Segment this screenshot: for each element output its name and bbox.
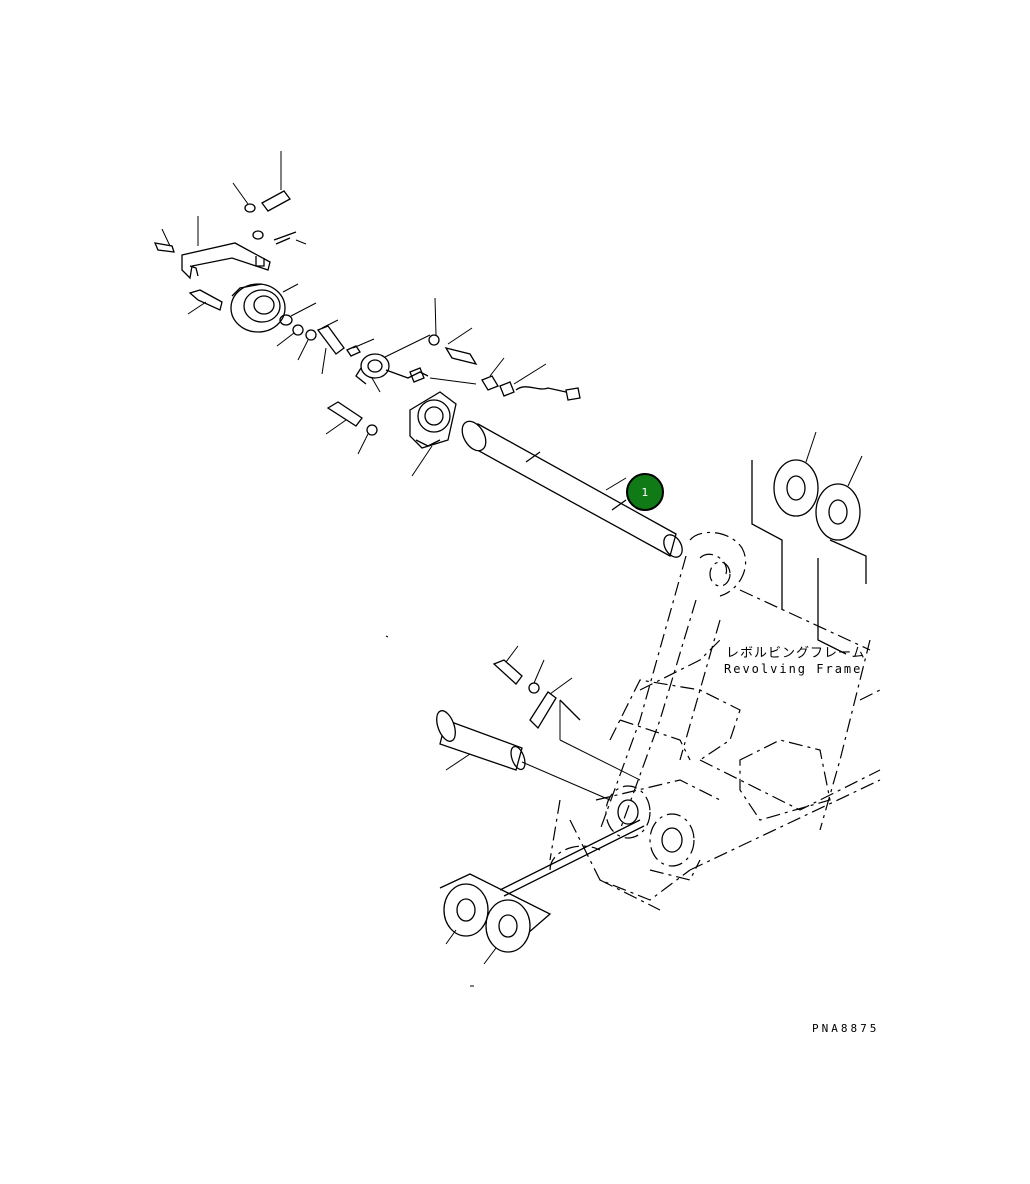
callout-part-1[interactable]: 1	[626, 473, 664, 511]
revolving-frame	[549, 531, 881, 911]
lower-pin-assembly	[436, 645, 641, 801]
bracket-assembly	[153, 151, 375, 375]
shim-plates-upper	[751, 431, 867, 655]
frame-label-english: Revolving Frame	[724, 662, 863, 676]
grease-fitting-assembly	[355, 297, 581, 401]
flange-bearing	[325, 391, 457, 477]
shim-plates-lower	[439, 819, 645, 965]
drawing-code: PNA8875	[812, 1022, 880, 1035]
frame-label-japanese: レボルビングフレーム	[726, 646, 866, 661]
main-pin	[461, 420, 683, 558]
